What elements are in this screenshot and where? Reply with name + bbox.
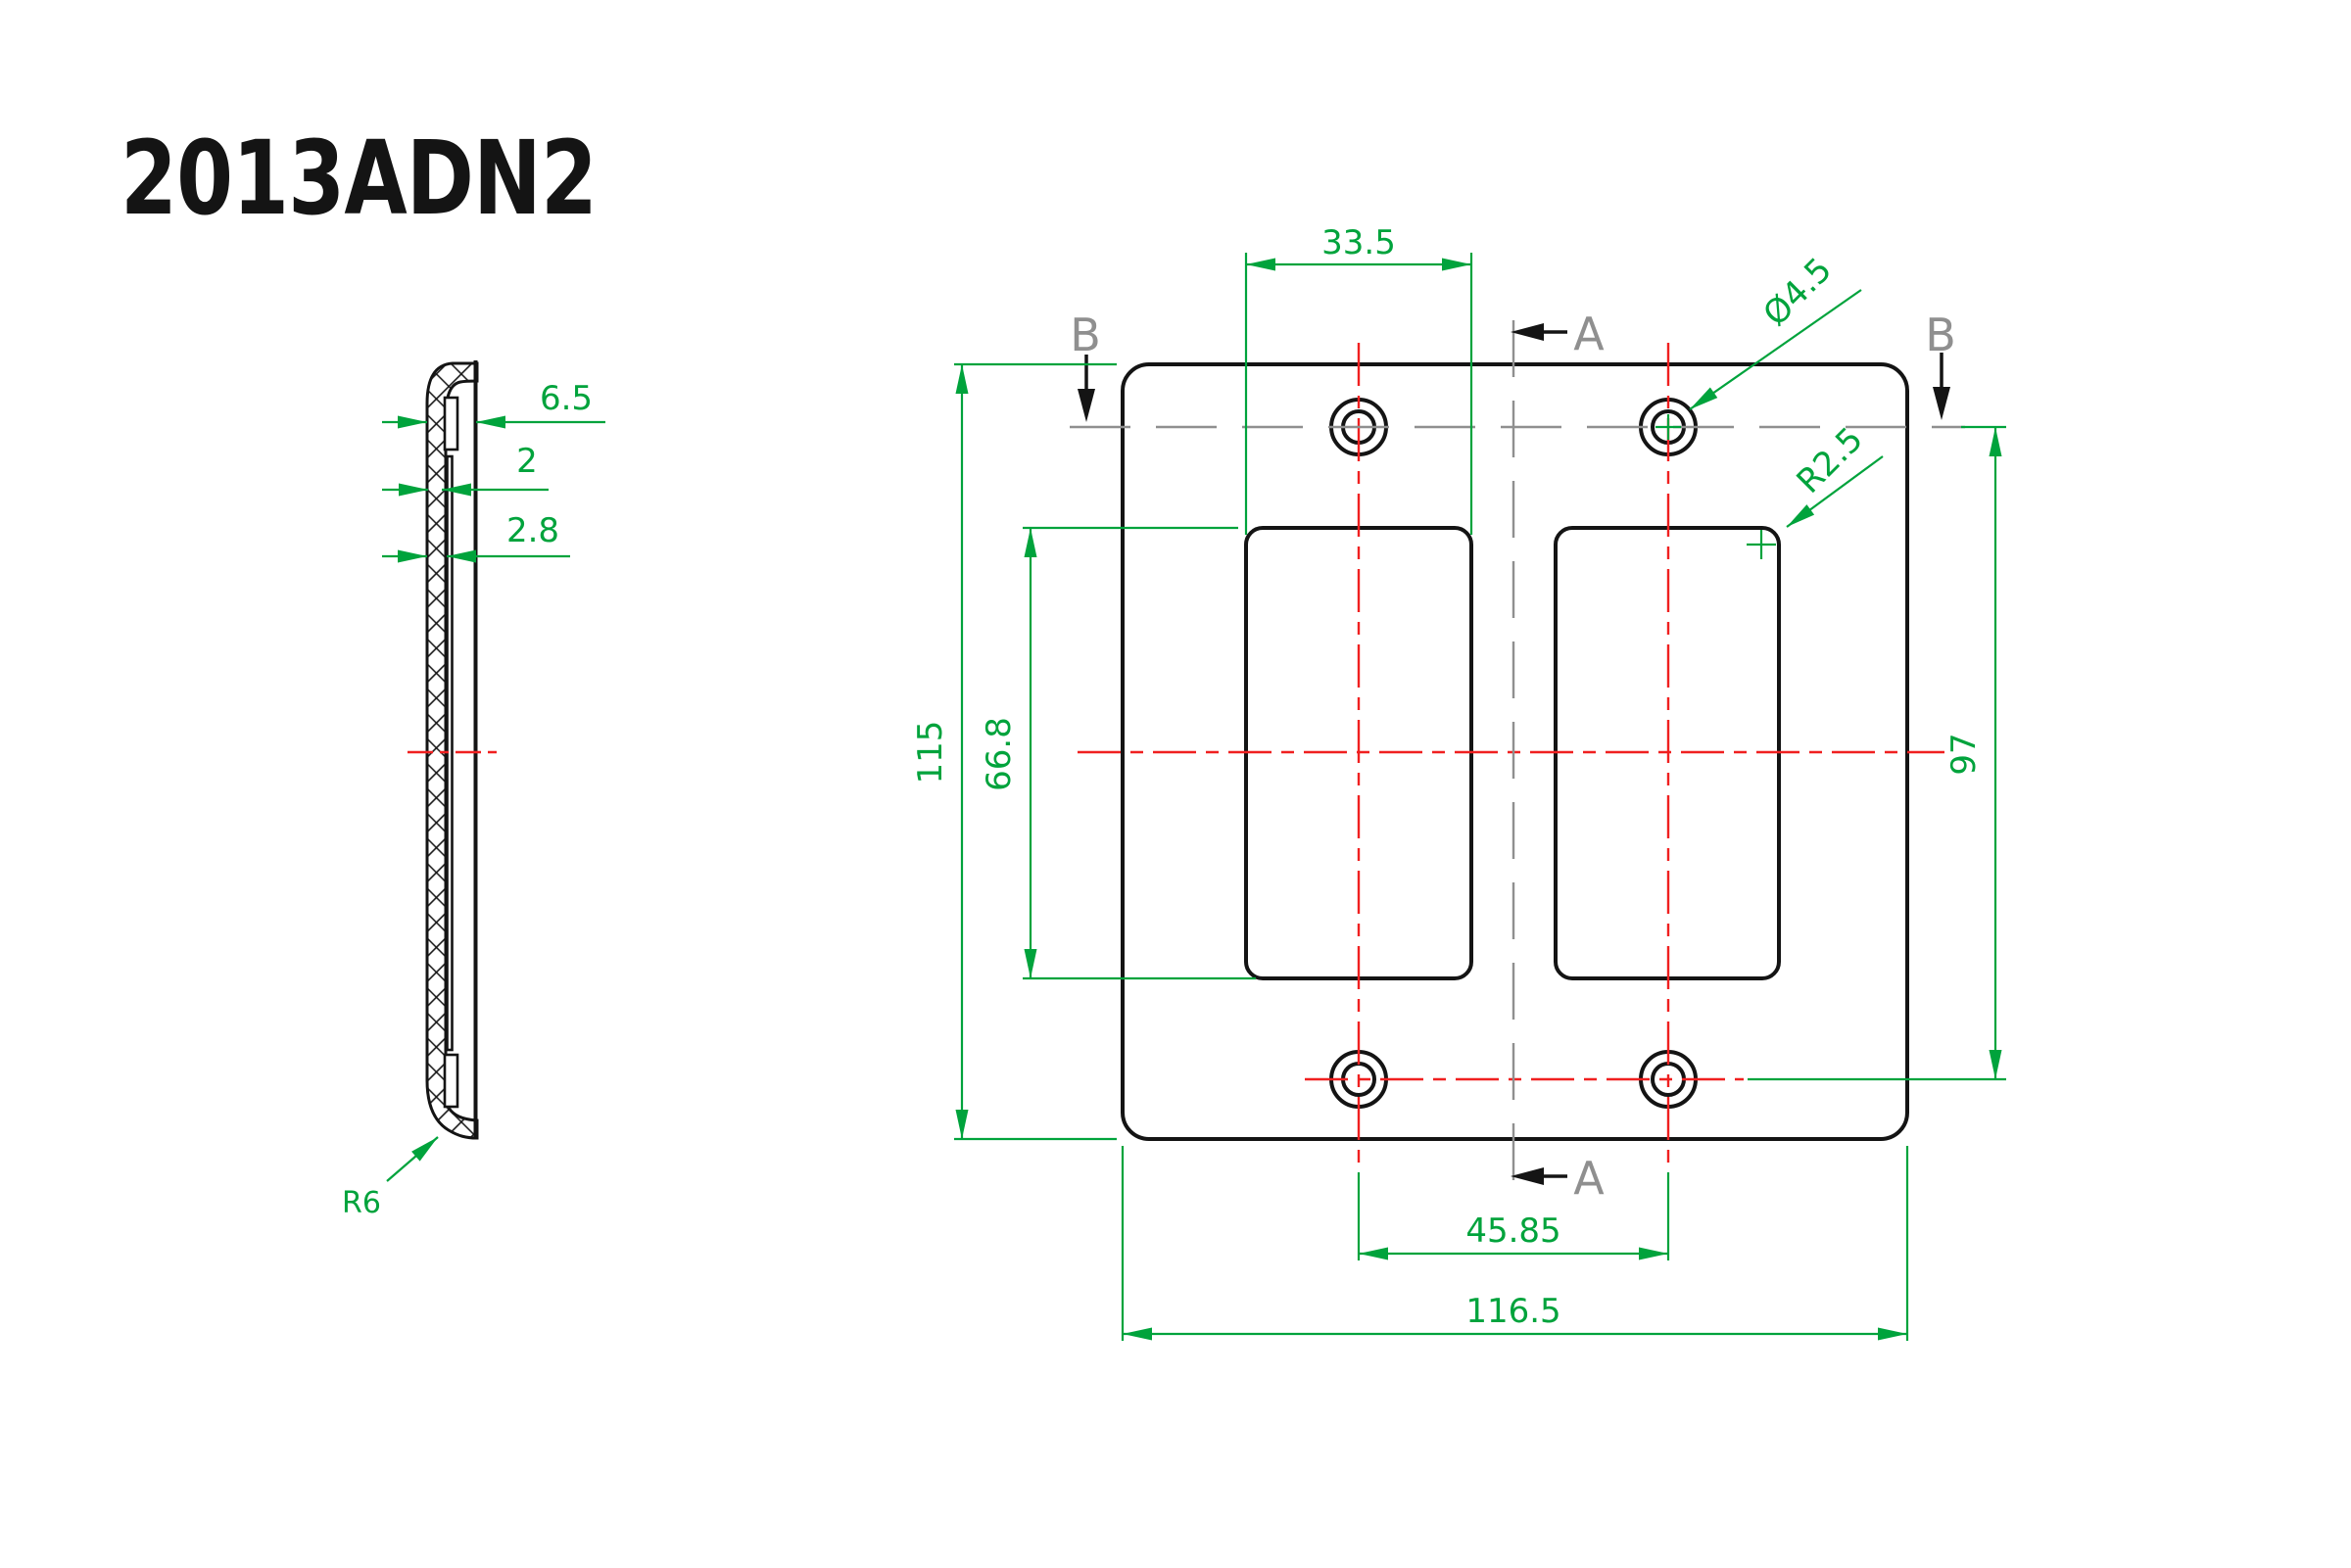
centerlines — [1078, 343, 1944, 1170]
dim-hole-row-spacing-label: 97 — [1944, 733, 1984, 775]
section-cut-wall — [425, 361, 479, 1140]
dim-plate-width: 116.5 — [1121, 1146, 1909, 1341]
drawing-title: 2013ADN2 — [120, 120, 597, 238]
side-section-view — [408, 360, 498, 1140]
dim-depth-label: 6.5 — [540, 379, 593, 418]
dim-plate-width-label: 116.5 — [1465, 1292, 1560, 1331]
section-marker-B-left: B — [1070, 309, 1101, 361]
dim-wall-thickness-label: 2 — [516, 442, 538, 481]
section-marker-A-top: A — [1573, 308, 1605, 360]
front-view-dimensions: 33.5 115 66.8 97 45.85 — [911, 223, 2006, 1341]
dim-opening-height: 66.8 — [980, 526, 1256, 980]
side-view-dimensions: 6.5 2 2.8 R6 — [342, 379, 605, 1220]
dim-opening-width-label: 33.5 — [1321, 223, 1396, 262]
dim-hole-col-spacing-label: 45.85 — [1465, 1212, 1560, 1251]
section-marker-A-bottom: A — [1573, 1152, 1605, 1205]
top-boss — [443, 396, 459, 451]
section-markers: B B A A — [1070, 308, 1956, 1205]
dim-opening-width: 33.5 — [1244, 223, 1473, 535]
dim-opening-corner-radius: R2.5 — [1747, 420, 1884, 559]
dim-hole-diameter-label: Ø4.5 — [1755, 250, 1839, 333]
dim-hole-row-spacing: 97 — [1748, 425, 2006, 1081]
section-lines — [1070, 320, 1965, 1190]
section-marker-B-right: B — [1925, 309, 1956, 361]
bottom-boss — [443, 1053, 459, 1109]
dim-rib-depth-label: 2.8 — [506, 511, 559, 550]
dim-plate-height: 115 — [911, 362, 1117, 1141]
dim-opening-corner-radius-label: R2.5 — [1790, 420, 1871, 501]
dim-edge-radius-label: R6 — [342, 1186, 381, 1220]
dim-hole-diameter: Ø4.5 — [1655, 250, 1862, 440]
dim-plate-height-label: 115 — [911, 721, 950, 784]
dim-hole-col-spacing: 45.85 — [1357, 1172, 1670, 1260]
dim-opening-height-label: 66.8 — [980, 717, 1019, 791]
